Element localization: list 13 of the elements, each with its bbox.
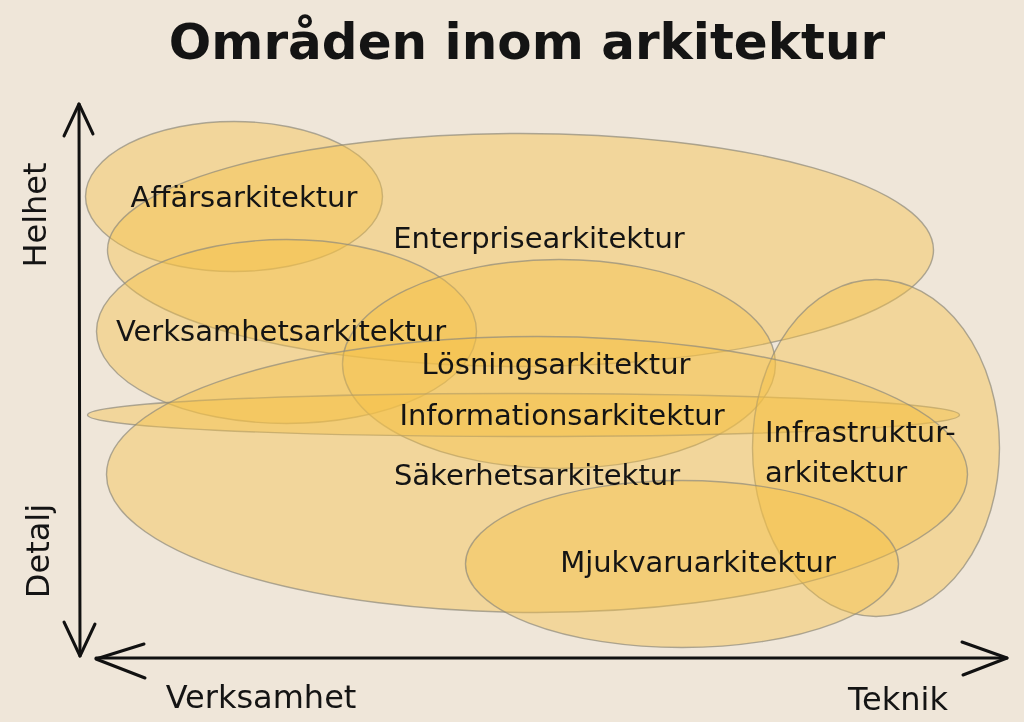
area-label: Verksamhetsarkitektur: [115, 314, 447, 348]
axis-label: Teknik: [848, 680, 948, 718]
area-label: Informationsarkitektur: [399, 398, 725, 432]
area-label: Infrastruktur- arkitektur: [765, 414, 957, 491]
area-label: Mjukvaruarkitektur: [560, 545, 836, 579]
area-label: Lösningsarkitektur: [421, 347, 691, 381]
area-label: Affärsarkitektur: [130, 180, 358, 214]
diagram-title: Områden inom arkitektur: [168, 12, 886, 72]
axis-label: Detalj: [19, 503, 57, 599]
axis-label: Helhet: [16, 162, 54, 268]
area-label: Enterprisearkitektur: [393, 221, 685, 255]
area-label: Säkerhetsarkitektur: [393, 458, 681, 492]
axis-label: Verksamhet: [165, 678, 357, 716]
